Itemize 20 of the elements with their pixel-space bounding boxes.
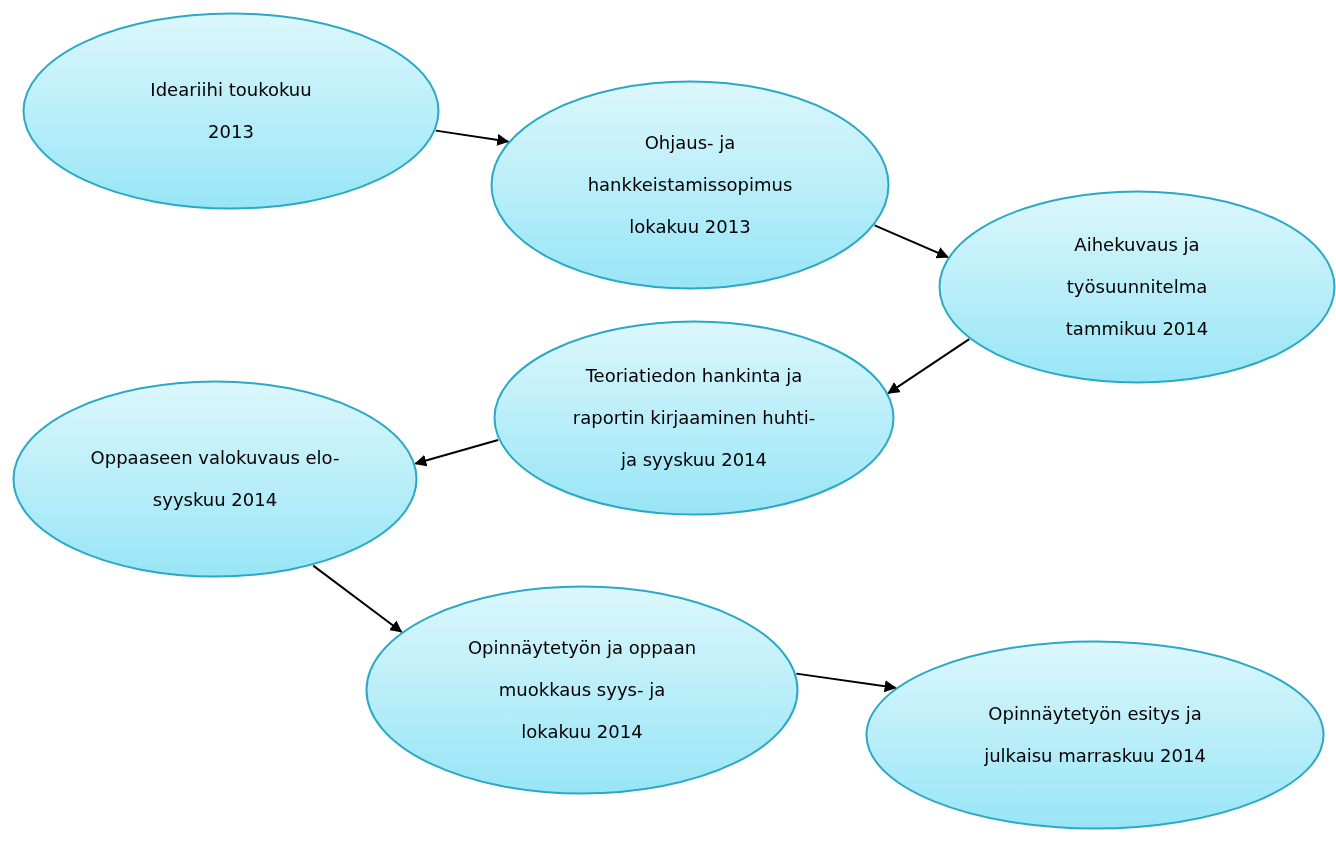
ellipse-node: [12, 380, 418, 578]
ellipse-node: [22, 12, 440, 210]
node-label: Ideariihi toukokuu 2013: [149, 78, 313, 144]
node-label: Aihekuvaus ja työsuunnitelma tammikuu 2014: [1064, 233, 1210, 341]
arrow: [312, 564, 403, 633]
arrow: [434, 129, 510, 146]
node-label: Oppaaseen valokuvaus elo-syyskuu 2014: [89, 446, 341, 512]
arrow: [795, 672, 897, 693]
arrow: [873, 224, 949, 259]
ellipse-node: [865, 640, 1325, 830]
node-label: Ohjaus- ja hankkeistamissopimus lokakuu 2013: [586, 131, 794, 239]
ellipse-node: [490, 80, 890, 290]
arrow: [414, 438, 500, 467]
node-label: Opinnäytetyön esitys ja julkaisu marraskuu 2014: [983, 702, 1207, 768]
node-label: Teoriatiedon hankinta ja raportin kirjaaminen huhti- ja syyskuu 2014: [571, 364, 817, 472]
node-label: Opinnäytetyön ja oppaan muokkaus syys- ja lokakuu 2014: [467, 636, 697, 744]
arrow: [887, 338, 971, 395]
ellipse-node: [938, 190, 1336, 384]
ellipse-node: [365, 585, 799, 795]
ellipse-node: [493, 320, 895, 516]
